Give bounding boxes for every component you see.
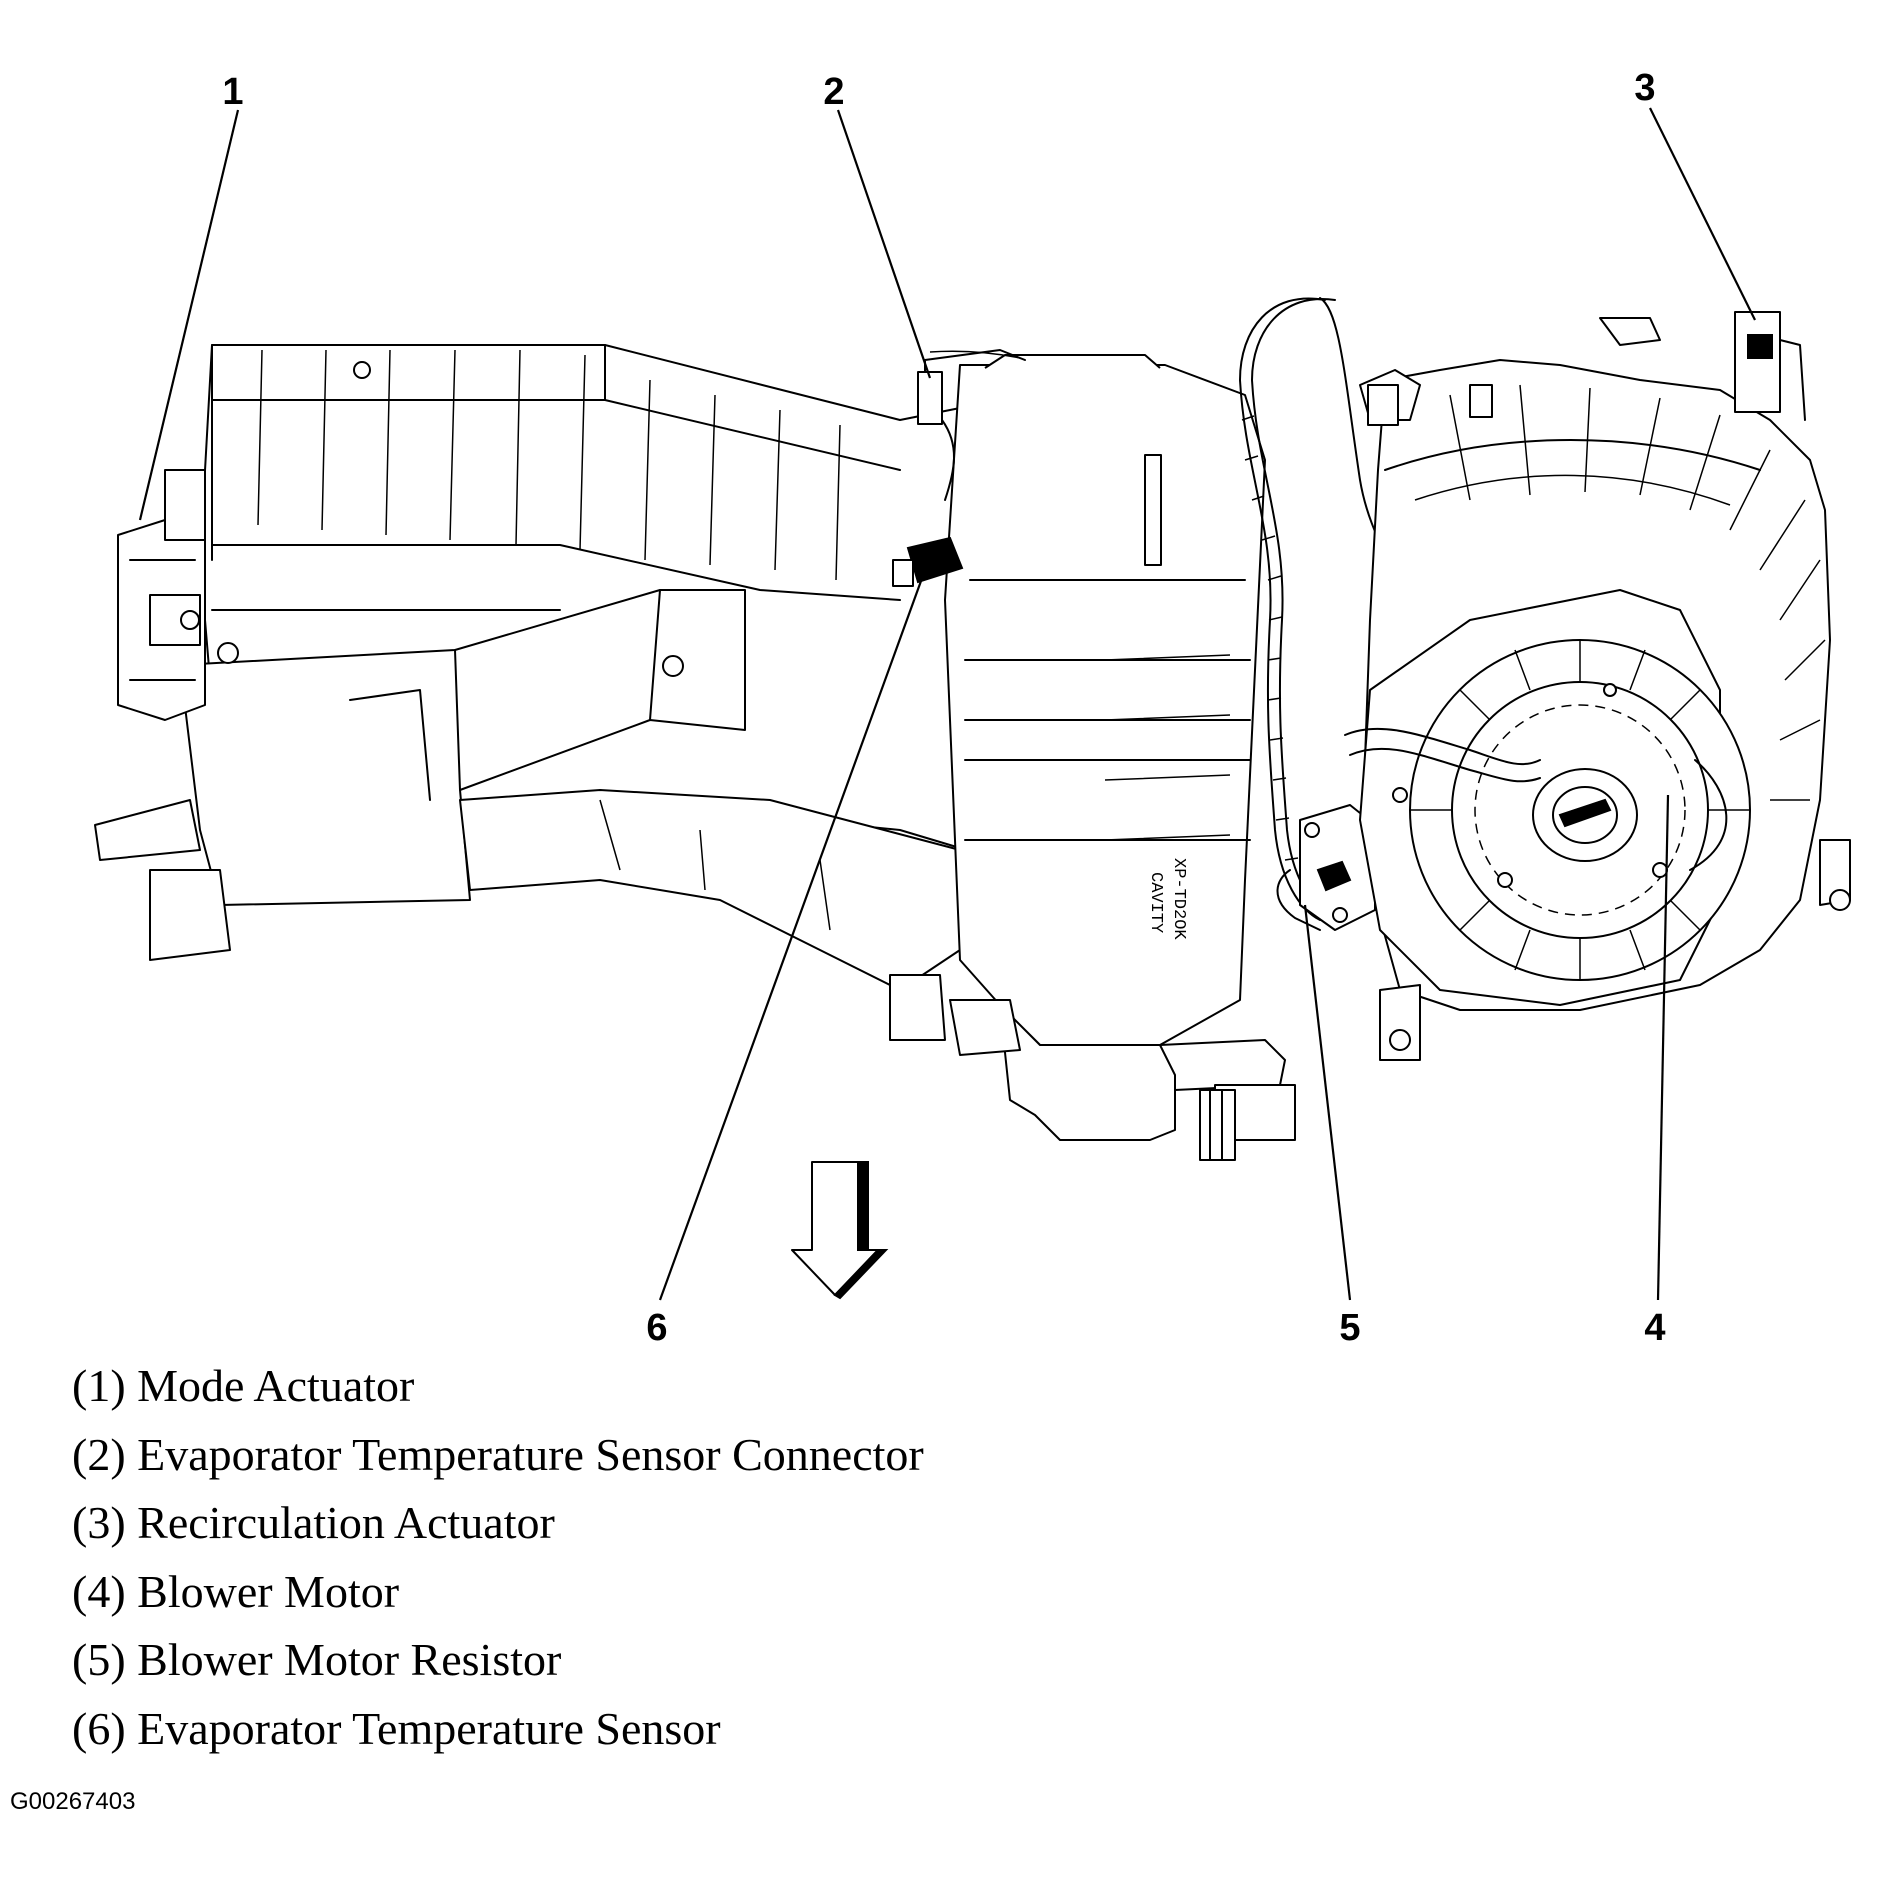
- callout-1: 1: [222, 71, 243, 113]
- leader-line-4: [1656, 794, 1670, 1301]
- figure-id: G00267403: [10, 1788, 136, 1815]
- legend-item-recirculation-actuator: (3) Recirculation Actuator: [72, 1497, 555, 1548]
- callout-numbers: 1 2 3 4 5 6: [222, 67, 1665, 1349]
- leader-lines: [138, 107, 1756, 1301]
- leader-line-6: [658, 569, 927, 1301]
- legend-item-evaporator-sensor-connector: (2) Evaporator Temperature Sensor Connec…: [72, 1428, 924, 1480]
- evaporator-sensor-part: [892, 536, 964, 587]
- leader-line-1: [138, 109, 240, 521]
- legend-item-blower-motor: (4) Blower Motor: [72, 1565, 400, 1617]
- evaporator-sensor-connector-part: [917, 349, 1026, 501]
- callout-4: 4: [1644, 1307, 1665, 1349]
- cavity-label-line2: CAVITY: [1146, 872, 1165, 933]
- callout-5: 5: [1339, 1307, 1360, 1349]
- blower-housing-right: [1344, 317, 1851, 1061]
- down-arrow-icon: [791, 1161, 889, 1300]
- parts-legend: (1) Mode Actuator (2) Evaporator Tempera…: [72, 1352, 924, 1763]
- legend-item-evaporator-sensor: (6) Evaporator Temperature Sensor: [72, 1702, 721, 1754]
- evaporator-case-center: XP-TD2OK CAVITY: [944, 354, 1296, 1161]
- callout-3: 3: [1634, 67, 1655, 109]
- cavity-label-line1: XP-TD2OK: [1169, 858, 1188, 940]
- callout-2: 2: [823, 71, 844, 113]
- hvac-housing-left: [94, 344, 1001, 1041]
- leader-line-5: [1303, 904, 1352, 1301]
- legend-item-blower-motor-resistor: (5) Blower Motor Resistor: [72, 1634, 562, 1685]
- leader-line-3: [1649, 107, 1756, 321]
- leader-line-2: [836, 109, 932, 379]
- blower-resistor-part: [1276, 804, 1376, 931]
- recirculation-actuator-part: [1734, 311, 1806, 421]
- legend-item-mode-actuator: (1) Mode Actuator: [72, 1360, 415, 1411]
- mode-actuator-part: [117, 469, 206, 721]
- callout-6: 6: [646, 1307, 667, 1349]
